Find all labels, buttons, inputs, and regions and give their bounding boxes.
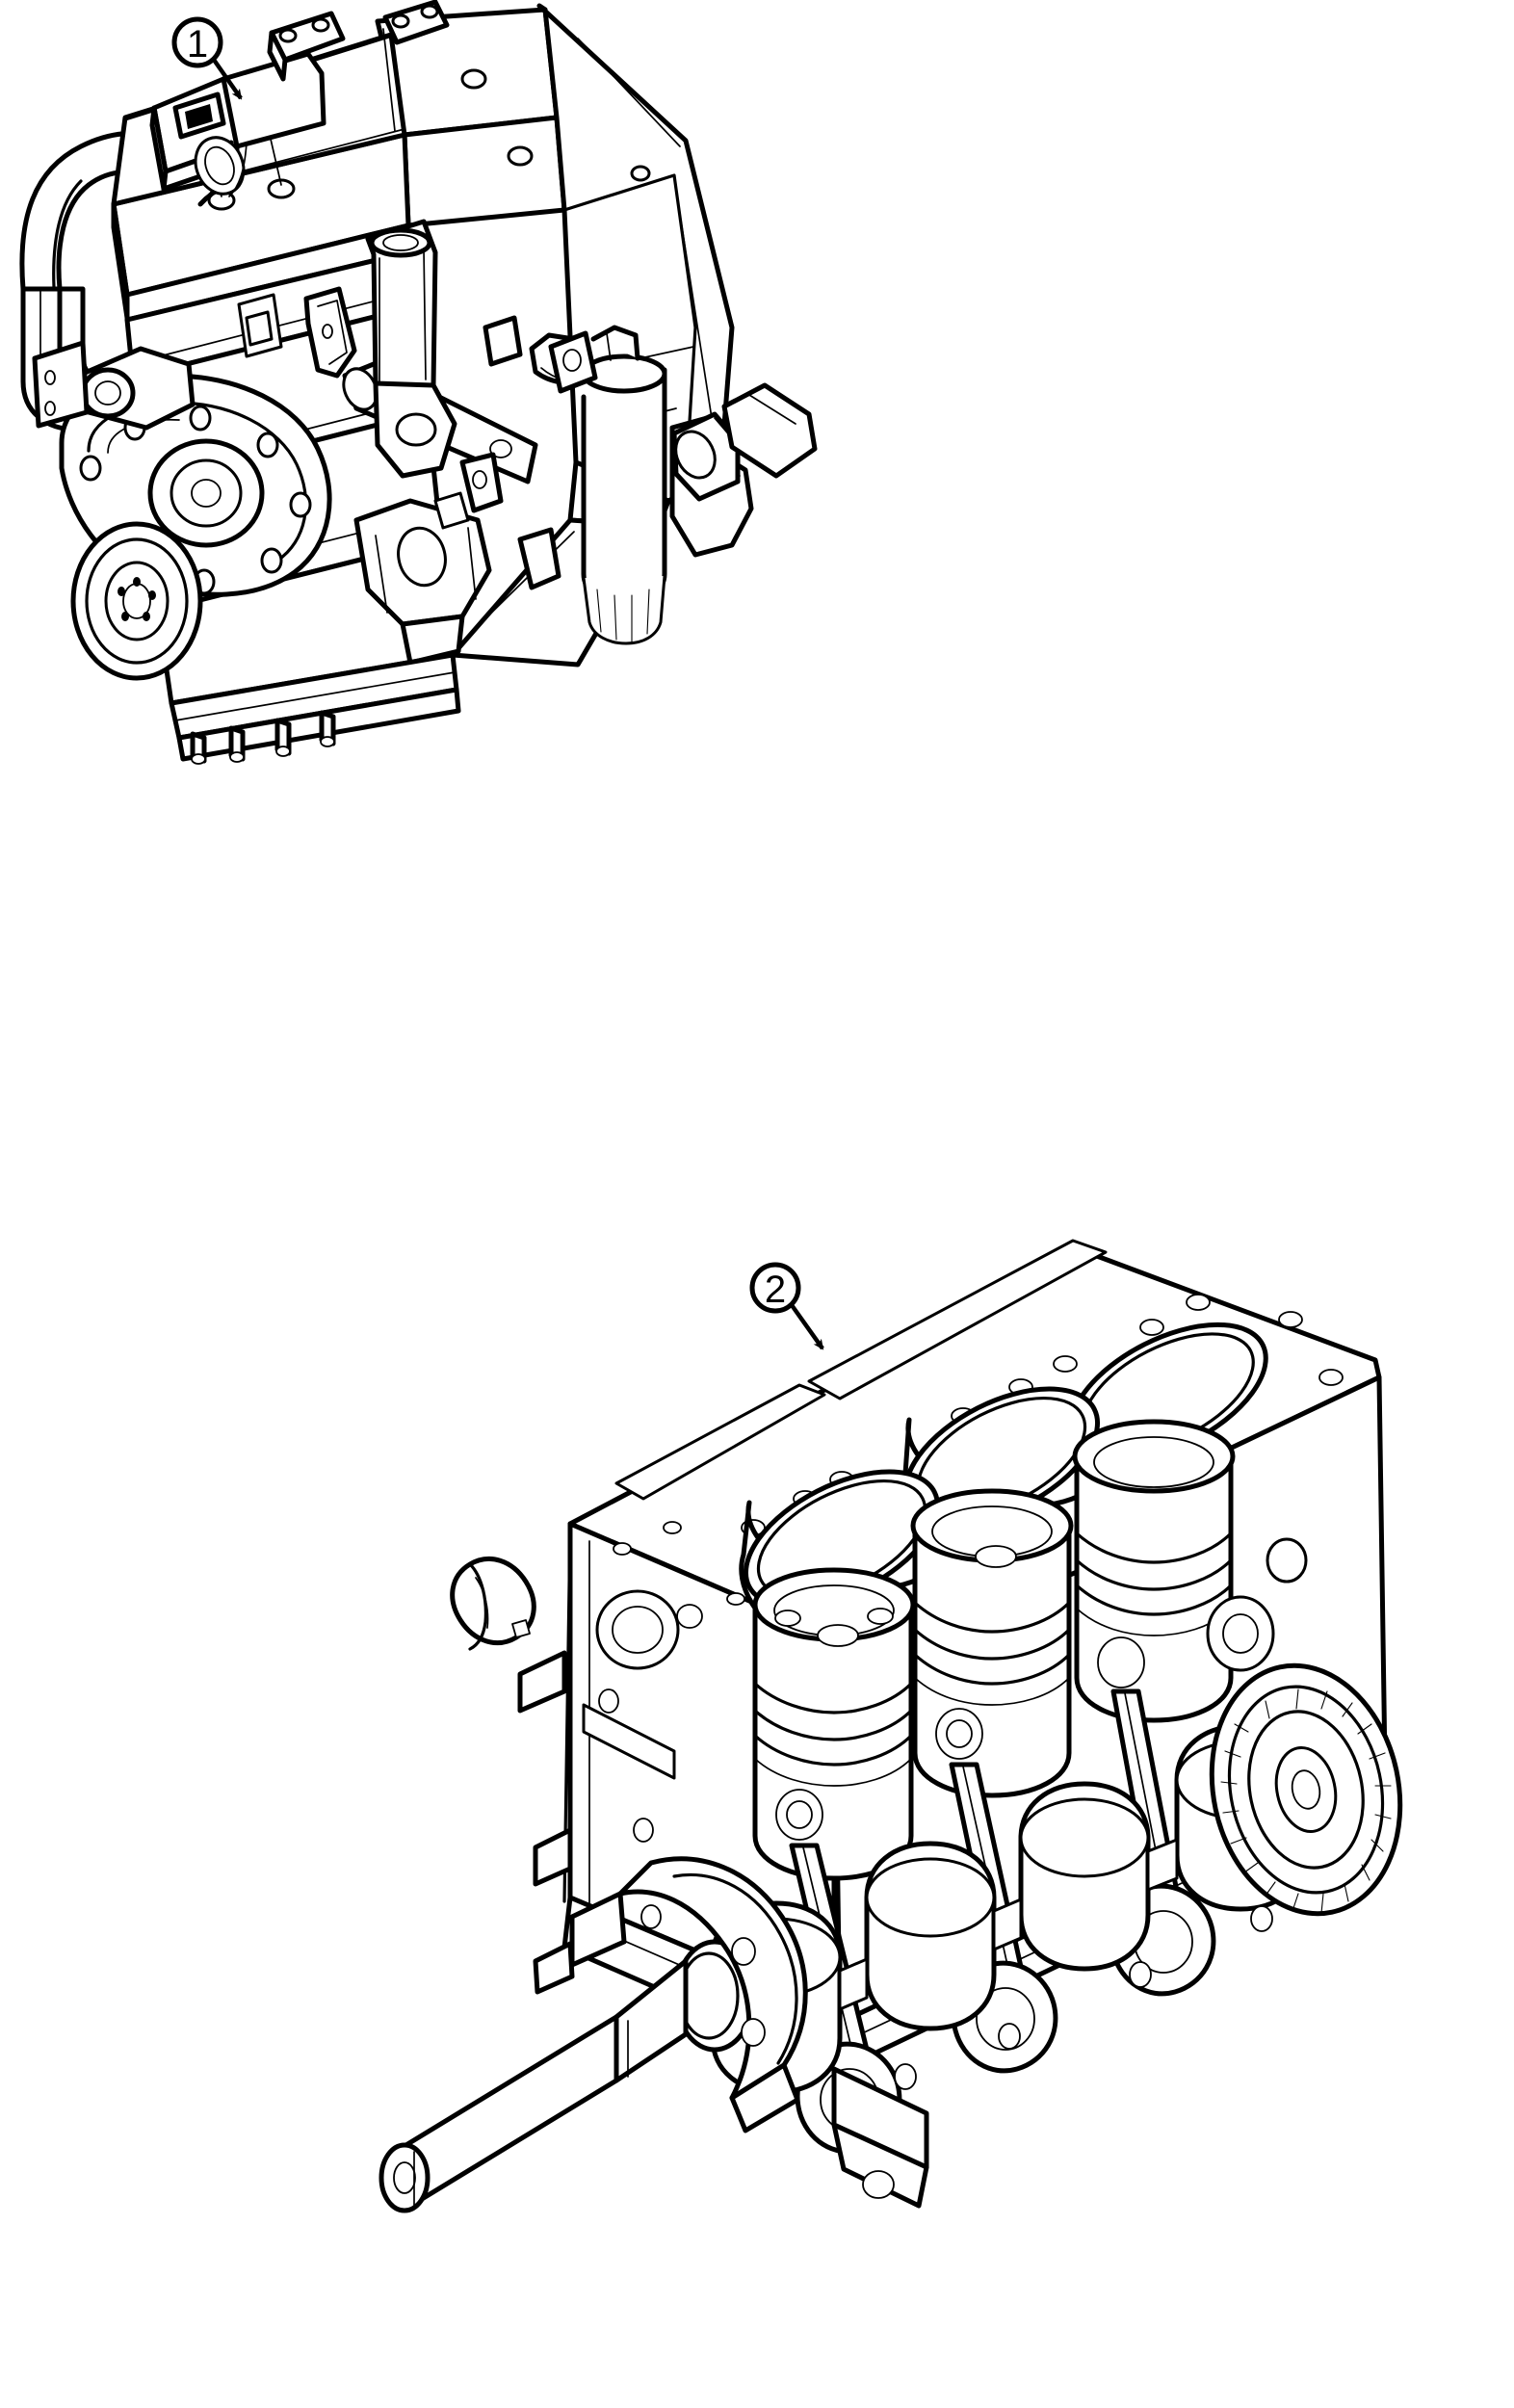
oil-pan (169, 652, 461, 765)
callout-1-leader (212, 58, 243, 100)
callout-1-circle (171, 16, 223, 68)
thermostat-housing (353, 491, 492, 666)
callout-2[interactable]: 2 (749, 1262, 824, 1350)
flywheel-ring-gear (1206, 1537, 1403, 1917)
front-cover-plate (569, 1856, 808, 2133)
water-pump-inlet (32, 340, 196, 431)
starter-motor (669, 382, 818, 558)
figure-1-engine-assembly: 1 (19, 0, 818, 765)
block-brackets (459, 315, 598, 590)
intake-manifold (149, 0, 450, 207)
injector-pump-assembly (342, 219, 538, 484)
starter-barrel (721, 382, 818, 479)
oil-pan-studs (190, 710, 336, 765)
pan-rail-bosses (831, 1905, 1273, 2209)
callout-2-circle (749, 1262, 801, 1314)
crankshaft-pulley (70, 521, 203, 681)
starter-solenoid (671, 411, 741, 502)
figure-2-short-block-assembly: 2 (378, 1239, 1403, 2213)
callout-1[interactable]: 1 (171, 16, 243, 100)
callout-1-number: 1 (187, 23, 208, 65)
callout-2-number: 2 (765, 1269, 786, 1311)
callout-2-leader (790, 1303, 824, 1350)
main-bearing-shell (450, 1556, 536, 1651)
